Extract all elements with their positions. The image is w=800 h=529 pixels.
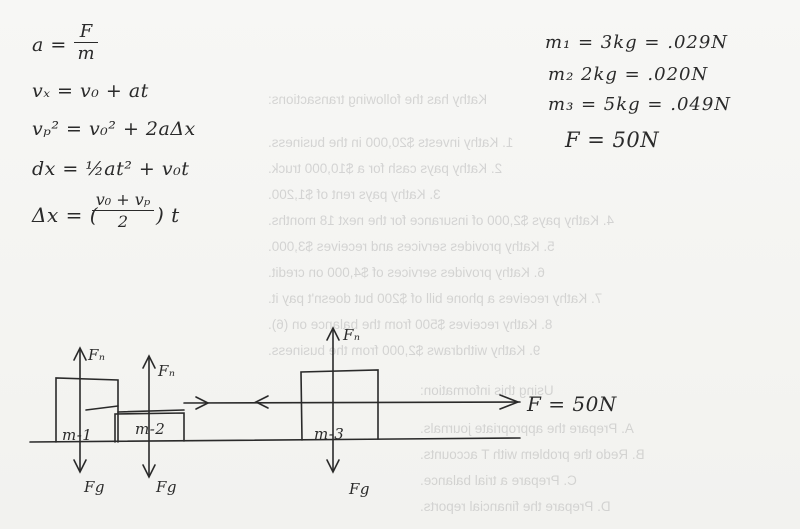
block-2-normal-arrow <box>142 354 156 369</box>
rope-line <box>183 401 521 404</box>
block-3-gravity-label: Fg <box>349 480 371 498</box>
average-velocity-denominator: 2 <box>117 212 129 231</box>
applied-force-line: F = 50N <box>565 128 660 152</box>
average-velocity-fraction: v₀ + vₚ 2 <box>92 190 154 233</box>
block-1-mass-label: m-1 <box>62 426 93 444</box>
displacement-equation: dx = ½at² + v₀t <box>32 158 190 180</box>
block-2-mass-label: m-2 <box>135 420 166 438</box>
newton-numerator: F <box>74 22 98 43</box>
average-velocity-numerator: v₀ + vₚ <box>92 190 154 211</box>
newton-eq-lhs: a = <box>32 34 67 56</box>
contact-line <box>85 405 119 411</box>
newton-eq-fraction: F m <box>74 22 98 65</box>
average-velocity-rhs: ) t <box>156 203 180 227</box>
block-3-normal-label: Fₙ <box>343 326 361 344</box>
block-3-normal-arrow <box>326 326 340 341</box>
block-3-gravity-arrow <box>326 459 340 474</box>
rope-arrow-right <box>195 396 210 410</box>
block-1-gravity-label: Fg <box>84 478 106 496</box>
block-1-normal-label: Fₙ <box>88 346 106 364</box>
velocity-squared-equation: vₚ² = v₀² + 2aΔx <box>32 118 196 140</box>
ground-line <box>29 437 521 443</box>
rope-arrow-left <box>254 395 269 409</box>
mass-1-line: m₁ = 3kg = .029N <box>545 32 729 53</box>
mass-3-line: m₃ = 5kg = .049N <box>548 94 732 115</box>
applied-force-label: F = 50N <box>527 392 617 416</box>
block-2-normal-label: Fₙ <box>158 362 176 380</box>
block-1-normal-arrow <box>73 346 87 361</box>
block-1-gravity-arrow <box>73 459 87 474</box>
block-3 <box>300 369 379 441</box>
mass-2-line: m₂ 2kg = .020N <box>548 64 709 85</box>
block-2-gravity-label: Fg <box>156 478 178 496</box>
block-3-mass-label: m-3 <box>314 425 345 443</box>
block-2-gravity-arrow <box>142 464 156 479</box>
average-velocity-lhs: Δx = ( <box>32 203 98 227</box>
block-1 <box>55 377 119 443</box>
velocity-equation: vₓ = v₀ + at <box>32 80 149 102</box>
newton-denominator: m <box>77 43 95 64</box>
applied-force-arrow <box>499 394 521 410</box>
